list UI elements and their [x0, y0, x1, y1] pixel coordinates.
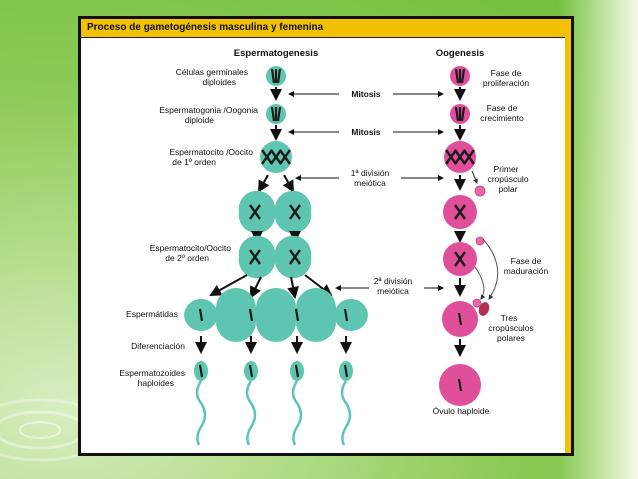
- label-mitosis-1: Mitosis: [351, 89, 381, 99]
- label-growth-2: crecimiento: [480, 113, 524, 123]
- first-polar-body: [474, 185, 486, 197]
- label-spermatogonia-1: Espermatogonia /Oogonia: [159, 105, 258, 115]
- label-three-polar-2: cropúsculos: [488, 323, 533, 333]
- diagram-title: Proceso de gametogénesis masculina y fem…: [81, 19, 571, 38]
- male-dividing-cells-1: [238, 190, 312, 234]
- label-meiosis2-1: 2ª división: [374, 276, 413, 286]
- label-mitosis-2: Mitosis: [351, 127, 381, 137]
- label-maturation-2: maduración: [504, 266, 549, 276]
- arrow-maturation-2: [474, 266, 486, 300]
- label-spermatogonia-2: diploide: [185, 115, 215, 125]
- arrow-first-polar: [471, 170, 478, 184]
- male-spermatogonia: [266, 104, 286, 124]
- label-secondary-1: Espermatocito/Oocito: [150, 243, 232, 253]
- sperm-cell: [339, 361, 353, 446]
- label-meiosis2-2: meiótica: [377, 286, 409, 296]
- arrow-male-5a: [209, 274, 248, 296]
- label-differentiation: Diferenciación: [131, 341, 185, 351]
- female-secondary-oocyte: [443, 195, 477, 229]
- label-germ-cells-2: diploides: [202, 77, 236, 87]
- female-oocyte-maturing: [443, 236, 485, 276]
- label-maturation-1: Fase de: [511, 256, 542, 266]
- arrow-male-3b: [282, 174, 294, 193]
- three-polar-bodies: [472, 298, 490, 316]
- label-proliferation-2: proliferación: [483, 78, 530, 88]
- label-secondary-2: de 2º orden: [165, 253, 209, 263]
- female-germ-cell: [450, 66, 470, 86]
- sperm-cell: [290, 361, 304, 446]
- label-first-polar-1: Primer: [493, 164, 518, 174]
- label-spermatozoa-2: haploides: [138, 378, 174, 388]
- label-spermatids: Espermátidas: [126, 309, 178, 319]
- label-first-polar-2: cropúsculo: [487, 174, 528, 184]
- frame-accent-bar: [565, 37, 571, 453]
- haploid-ovule: [439, 364, 481, 406]
- header-oogenesis: Oogenesis: [436, 48, 485, 59]
- arrow-male-3a: [258, 174, 270, 193]
- label-primary-1: Espermatocito /Oocito: [169, 147, 253, 157]
- male-primary-spermatocyte: [260, 141, 292, 173]
- sperm-cell: [194, 361, 208, 446]
- label-primary-2: de 1º orden: [172, 157, 216, 167]
- arrow-male-5c: [287, 276, 299, 299]
- label-spermatozoa-1: Espermatozoides: [119, 368, 185, 378]
- arrow-maturation-1: [482, 238, 499, 300]
- label-germ-cells-1: Células germinales: [176, 67, 248, 77]
- arrow-male-5b: [250, 276, 262, 299]
- label-meiosis1-1: 1ª división: [351, 168, 390, 178]
- male-germ-cell: [266, 66, 286, 86]
- label-proliferation-1: Fase de: [491, 68, 522, 78]
- header-spermatogenesis: Espermatogenesis: [234, 48, 318, 59]
- male-spermatids: [184, 288, 368, 342]
- female-ootid: [442, 301, 478, 337]
- label-growth-1: Fase de: [487, 103, 518, 113]
- gametogenesis-diagram: Espermatogenesis Oogenesis Células germi…: [119, 48, 549, 446]
- label-first-polar-3: polar: [499, 184, 518, 194]
- label-ovule: Óvulo haploide: [433, 406, 490, 416]
- female-oogonia: [450, 104, 470, 124]
- female-primary-oocyte: [444, 141, 476, 173]
- label-three-polar-3: polares: [497, 333, 525, 343]
- diagram-frame: Proceso de gametogénesis masculina y fem…: [78, 16, 574, 456]
- label-three-polar-1: Tres: [501, 313, 518, 323]
- male-secondary-spermatocytes: [238, 235, 312, 279]
- sperm-cell: [244, 361, 258, 446]
- label-meiosis1-2: meiótica: [354, 178, 386, 188]
